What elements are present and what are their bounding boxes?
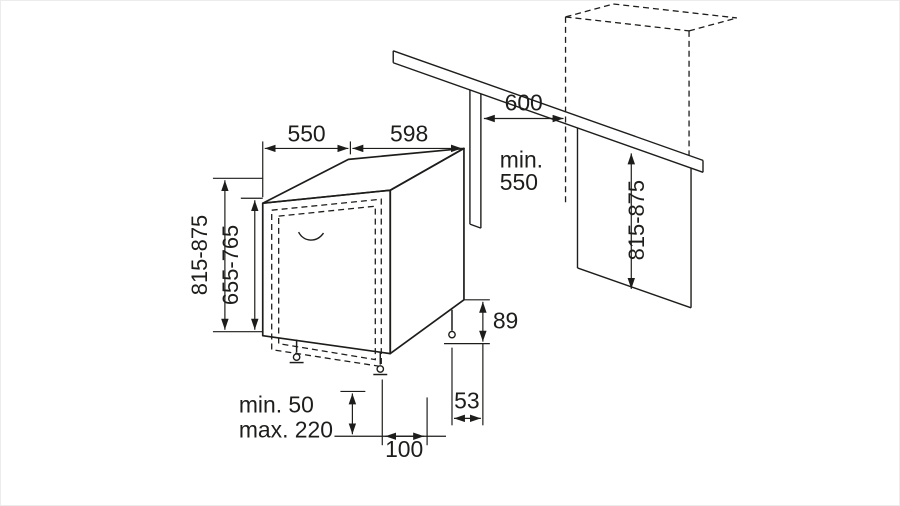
rear-foot bbox=[448, 309, 456, 339]
adjacent-cabinet-dashed bbox=[564, 3, 738, 207]
label-100: 100 bbox=[385, 436, 423, 462]
label-min: min. bbox=[500, 146, 543, 172]
dim-rear-base: 89 bbox=[444, 299, 518, 345]
dim-rear-offset: 53 bbox=[451, 343, 484, 426]
front-left-foot bbox=[289, 339, 304, 364]
dim-appliance-depth: 550 bbox=[262, 120, 351, 198]
label-53: 53 bbox=[454, 387, 479, 413]
label-min-550: 550 bbox=[500, 169, 538, 195]
label-left-height: 815-875 bbox=[187, 215, 212, 295]
front-face bbox=[261, 189, 392, 355]
label-598: 598 bbox=[390, 120, 428, 146]
dimensions: 550 598 600 min. 550 815-875 815-875 bbox=[187, 90, 649, 463]
dim-plinth-adjust: min. 50 max. 220 bbox=[239, 390, 366, 442]
side-face bbox=[389, 147, 465, 355]
label-plinth-max: max. 220 bbox=[239, 416, 333, 442]
top-face bbox=[261, 147, 465, 205]
countertop bbox=[392, 50, 704, 173]
door-handle bbox=[297, 231, 325, 241]
dim-right-height: 815-875 bbox=[624, 153, 649, 289]
door-panel-dashed bbox=[278, 205, 376, 361]
niche-wall bbox=[469, 89, 482, 229]
label-600: 600 bbox=[505, 90, 543, 116]
label-right-height: 815-875 bbox=[624, 180, 649, 260]
dim-left-height: 815-875 bbox=[187, 177, 263, 333]
label-89: 89 bbox=[493, 308, 518, 334]
label-plinth-min: min. 50 bbox=[239, 391, 314, 417]
dim-niche-width: 600 bbox=[483, 90, 564, 123]
label-door-height: 655-765 bbox=[218, 225, 243, 305]
door-outline-dashed bbox=[271, 198, 382, 368]
front-right-foot bbox=[373, 351, 388, 376]
label-550: 550 bbox=[287, 120, 325, 146]
dim-door-height: 655-765 bbox=[218, 197, 263, 330]
dim-appliance-width: 598 bbox=[352, 120, 462, 153]
feet bbox=[289, 309, 456, 376]
dishwasher bbox=[261, 147, 465, 368]
dim-front-offset: 100 bbox=[334, 379, 447, 462]
dim-niche-min: min. 550 bbox=[500, 146, 543, 195]
